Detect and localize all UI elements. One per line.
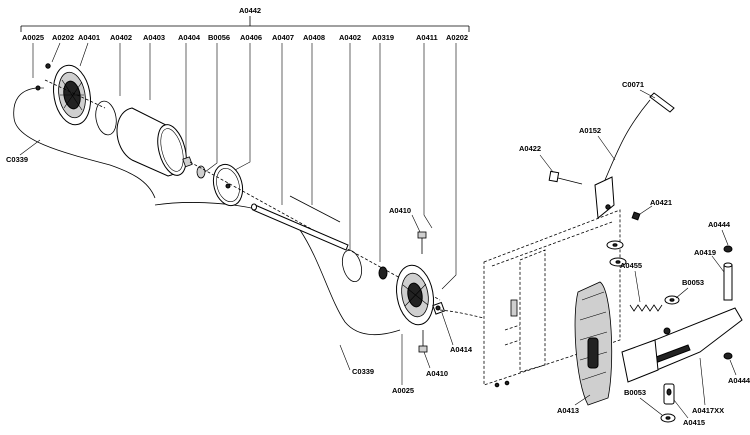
rod-a0407 bbox=[251, 203, 349, 251]
label-a0455: A0455 bbox=[620, 261, 642, 270]
label-a0411: A0411 bbox=[416, 33, 438, 42]
front-bezel-a0401 bbox=[35, 63, 91, 126]
label-a0025-lower: A0025 bbox=[392, 386, 414, 395]
side-cover-a0413 bbox=[574, 281, 613, 406]
label-a0410-upper: A0410 bbox=[389, 206, 411, 215]
clip-a0444-upper bbox=[723, 245, 733, 253]
callout-labels: C0339 C0339 A0025 A0410 A0410 A0414 A041… bbox=[6, 80, 750, 427]
label-a0404: A0404 bbox=[178, 33, 201, 42]
pin-a0419 bbox=[723, 262, 733, 301]
nut-a0421 bbox=[631, 211, 641, 221]
o-ring-a0402-right bbox=[341, 249, 363, 283]
nut-a0404 bbox=[182, 156, 193, 168]
disc-a0406 bbox=[212, 163, 244, 207]
label-c0339-lower: C0339 bbox=[352, 367, 374, 376]
label-c0071: C0071 bbox=[622, 80, 644, 89]
label-a0444-lower: A0444 bbox=[728, 376, 750, 385]
label-a0414: A0414 bbox=[450, 345, 473, 354]
label-a0407: A0407 bbox=[272, 33, 294, 42]
arm-a0417xx bbox=[621, 307, 743, 383]
bushing-a0415 bbox=[663, 383, 675, 405]
o-ring-a0402-left bbox=[95, 100, 117, 136]
bolt-a0422 bbox=[548, 170, 583, 185]
label-a0403: A0403 bbox=[143, 33, 165, 42]
label-a0406: A0406 bbox=[240, 33, 262, 42]
assembly-bracket: A0442 bbox=[20, 6, 470, 32]
label-a0402-right: A0402 bbox=[339, 33, 361, 42]
label-b0053-lower: B0053 bbox=[624, 388, 646, 397]
washer-b0053-upper bbox=[664, 295, 680, 305]
label-a0422: A0422 bbox=[519, 144, 541, 153]
top-leader-lines bbox=[32, 42, 457, 290]
label-a0417xx: A0417XX bbox=[692, 406, 724, 415]
mounting-plate bbox=[439, 209, 621, 388]
tube-a0403 bbox=[116, 107, 187, 177]
cable-c0339 bbox=[13, 87, 401, 336]
label-c0339-upper: C0339 bbox=[6, 155, 28, 164]
clip-a0444-lower bbox=[723, 352, 733, 360]
lever-a0152 bbox=[594, 99, 651, 219]
label-a0401: A0401 bbox=[78, 33, 100, 42]
screw-a0410-lower bbox=[418, 330, 428, 353]
label-a0444-upper: A0444 bbox=[708, 220, 731, 229]
spacer-a0414 bbox=[432, 301, 446, 315]
label-a0202-right: A0202 bbox=[446, 33, 468, 42]
label-b0053-upper: B0053 bbox=[682, 278, 704, 287]
label-a0408: A0408 bbox=[303, 33, 325, 42]
label-a0152: A0152 bbox=[579, 126, 601, 135]
label-a0415: A0415 bbox=[683, 418, 705, 427]
label-a0025-top: A0025 bbox=[22, 33, 44, 42]
label-a0402-left: A0402 bbox=[110, 33, 132, 42]
washer-a0319 bbox=[378, 266, 388, 280]
washer-b0053-lower bbox=[660, 413, 676, 423]
label-a0413: A0413 bbox=[557, 406, 579, 415]
spring-a0455 bbox=[629, 304, 663, 312]
label-a0410-lower: A0410 bbox=[426, 369, 448, 378]
rear-housing-a0411 bbox=[396, 264, 434, 326]
assembly-label: A0442 bbox=[239, 6, 261, 15]
label-a0421: A0421 bbox=[650, 198, 672, 207]
washer-stack bbox=[606, 240, 627, 267]
label-a0202-top: A0202 bbox=[52, 33, 74, 42]
washer-b0056 bbox=[196, 165, 206, 179]
label-b0056: B0056 bbox=[208, 33, 230, 42]
screw-a0410-upper bbox=[417, 231, 427, 254]
handle-c0071 bbox=[649, 92, 675, 113]
pin-a0408 bbox=[289, 195, 341, 223]
label-a0319: A0319 bbox=[372, 33, 394, 42]
label-a0419: A0419 bbox=[694, 248, 716, 257]
top-labels: A0025 A0202 A0401 A0402 A0403 A0404 B005… bbox=[22, 33, 468, 42]
